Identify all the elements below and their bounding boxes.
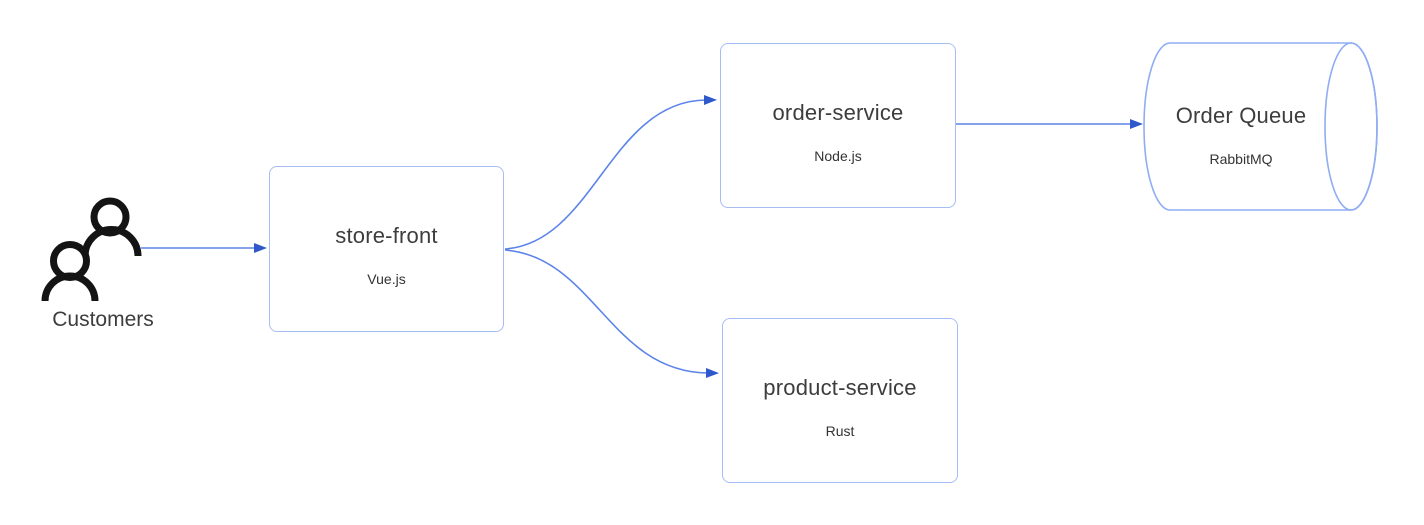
node-customers-label: Customers xyxy=(52,308,154,331)
node-store-front-sublabel: Vue.js xyxy=(367,271,406,287)
customers-icon-front-shoulders xyxy=(41,272,99,302)
node-order-service[interactable]: order-service Node.js xyxy=(720,43,956,208)
node-store-front[interactable]: store-front Vue.js xyxy=(269,166,504,332)
node-product-service-sublabel: Rust xyxy=(825,422,855,439)
node-product-service-title: product-service xyxy=(763,374,917,400)
node-order-service-sublabel: Node.js xyxy=(814,147,862,164)
node-order-service-title: order-service xyxy=(772,99,904,125)
cylinder-body[interactable] xyxy=(1143,42,1378,211)
customers-icon-back-head xyxy=(90,197,130,237)
cylinder-end-cap xyxy=(1324,42,1378,211)
node-product-service[interactable]: product-service Rust xyxy=(722,318,958,483)
customers-icon[interactable] xyxy=(41,197,142,302)
edge-store-front-to-order-service xyxy=(504,95,717,250)
edge-store-front-to-product-service xyxy=(504,249,719,378)
node-store-front-title: store-front xyxy=(335,223,438,248)
node-order-queue-shape[interactable] xyxy=(1143,42,1378,211)
